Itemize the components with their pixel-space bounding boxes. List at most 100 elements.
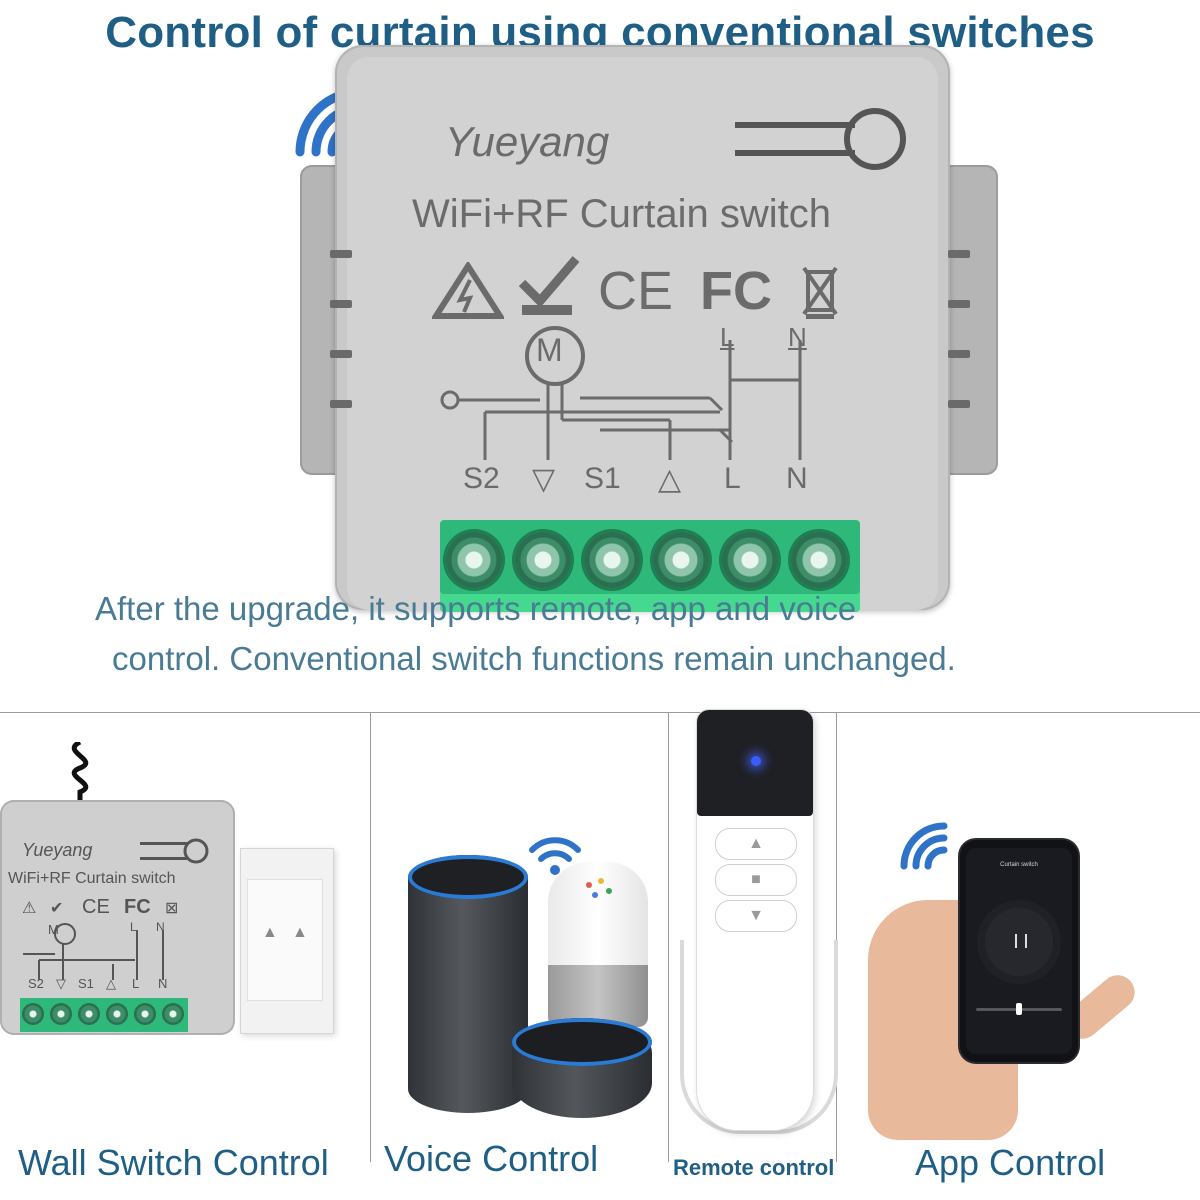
terminal-label-s1: S1 [78,976,94,991]
speaker-fabric-base [548,965,648,1027]
wifi-icon [900,822,948,870]
top-terminal-l: L [130,920,137,934]
warning-icon [432,262,504,319]
arrow-down-icon: ▲ [292,924,308,941]
terminal-label-l: L [724,462,741,495]
terminal-screw [22,1003,44,1025]
top-terminal-n: N [156,920,165,934]
terminal-label-n: N [786,462,808,495]
ce-mark: CE [82,896,110,918]
remote-down-button[interactable]: ▼ [715,900,797,932]
warning-icon: ⚠ [22,900,37,917]
wifi-icon [529,837,581,875]
remote-led [751,756,761,766]
small-module-brand: Yueyang [22,840,93,860]
module-face [347,57,938,610]
terminal-label-up: △ [658,463,682,496]
terminal-screw [106,1003,128,1025]
remote-stop-button[interactable]: ■ [715,864,797,896]
terminal-label-l: L [132,976,140,991]
small-module-model: WiFi+RF Curtain switch [8,870,176,887]
panel-divider [668,712,669,1162]
motor-icon: M [48,922,59,937]
terminal-label-down: ▽ [56,976,66,991]
wall-switch-plate: ▲ ▲ [240,848,334,1034]
panel-divider [370,712,371,1162]
slider-handle[interactable] [1016,1003,1022,1015]
module-notch [330,350,352,358]
rohs-check-icon: ✔ [50,900,64,917]
terminal-label-s2: S2 [28,976,44,991]
module-notch [330,400,352,408]
smart-speaker-white [548,862,648,1027]
antenna-wire-icon [71,742,89,804]
module-notch [948,350,970,358]
module-notch [948,400,970,408]
terminal-screw [162,1003,184,1025]
terminal-screw [515,532,571,588]
top-terminal-l: L [720,322,735,352]
terminal-screw [50,1003,72,1025]
module-brand: Yueyang [445,118,610,165]
terminal-label-down: ▽ [532,463,556,496]
terminal-screw [653,532,709,588]
remote-head [697,710,813,816]
caption-voice: Voice Control [384,1138,599,1179]
panel-divider [836,712,837,1162]
caption-wall-switch: Wall Switch Control [18,1142,329,1183]
weee-bin-icon [802,266,838,319]
module-notch [948,250,970,258]
mount-hole-icon [140,838,209,864]
module-notch [330,300,352,308]
smart-speaker-dot [512,1018,652,1118]
app-screen-title: Curtain switch [1000,862,1038,868]
terminal-label-s1: S1 [584,462,621,495]
caption-app: App Control [915,1142,1106,1183]
arrow-up-icon: ▲ [262,924,278,941]
ce-mark: CE [598,261,674,321]
description-line-2: control. Conventional switch functions r… [112,640,956,677]
wall-switch-rocker: ▲ ▲ [247,879,323,1001]
description-line-1: After the upgrade, it supports remote, a… [95,590,857,627]
rohs-check-icon [518,256,580,315]
rf-remote: ▲ ■ ▼ [697,710,813,1130]
wiring-diagram [440,326,802,460]
fc-mark: FC [700,261,772,321]
status-dot [606,888,612,894]
weee-bin-icon: ⊠ [165,900,179,917]
smart-speaker-tall [408,855,528,1113]
terminal-screw [446,532,502,588]
terminal-label-n: N [158,976,168,991]
mount-hole-icon [735,108,906,170]
module-notch [948,300,970,308]
curtain-dial[interactable] [985,908,1053,976]
remote-up-button[interactable]: ▲ [715,828,797,860]
phone-screen: Curtain switch [966,848,1072,1054]
terminal-screw [78,1003,100,1025]
speaker-light-ring [512,1018,652,1066]
status-dot [586,882,592,888]
curtain-switch-module [335,45,950,610]
terminal-label-s2: S2 [463,462,500,495]
remote-wall-holder [680,940,838,1134]
module-model: WiFi+RF Curtain switch [412,192,831,236]
smartphone: Curtain switch [960,840,1078,1062]
top-terminal-n: N [788,322,807,352]
caption-remote: Remote control [673,1155,835,1180]
status-dot [592,892,598,898]
terminal-label-up: △ [106,976,116,991]
module-notch [330,250,352,258]
terminal-screw [134,1003,156,1025]
pause-icon[interactable] [1015,934,1027,948]
terminal-screw [584,532,640,588]
status-dot [598,878,604,884]
speaker-light-ring [408,855,528,899]
fc-mark: FC [124,896,151,918]
wiring-diagram [23,923,164,980]
terminal-block [20,998,188,1032]
motor-icon: M [536,332,563,368]
panel-divider-top [0,712,1200,713]
terminal-screw [791,532,847,588]
terminal-screw [722,532,778,588]
terminal-block [440,520,860,612]
